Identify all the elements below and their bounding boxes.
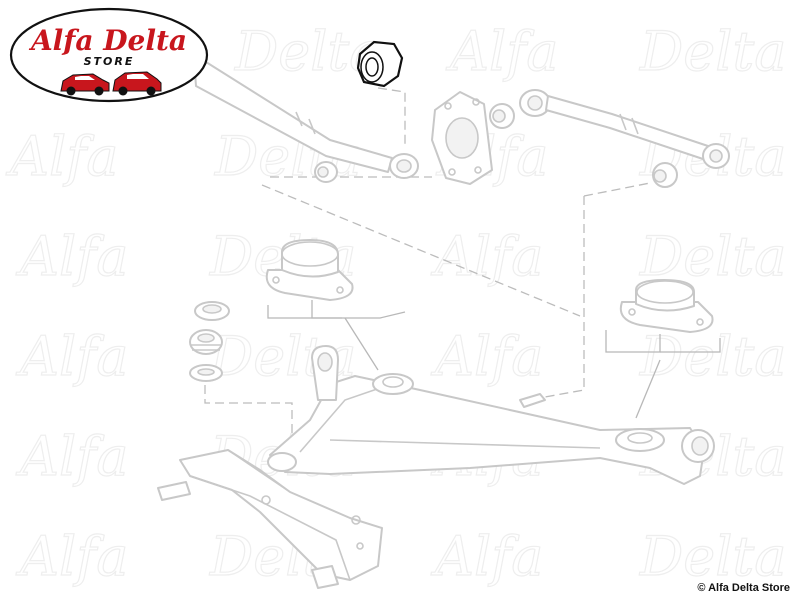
bushing-bore	[653, 169, 667, 183]
callout-leader	[311, 300, 406, 319]
wishbone-rib	[299, 387, 601, 453]
callout-leader	[660, 338, 721, 353]
crossmember-tab	[311, 565, 339, 589]
callout-leader	[635, 359, 661, 419]
mount-bolt-hole	[628, 308, 636, 316]
rod-eye-bore	[709, 149, 723, 163]
wishbone-stud	[519, 393, 546, 408]
bracket-bolt-hole	[472, 98, 480, 106]
rod-eye-bore	[527, 95, 543, 111]
rod-clamp	[619, 113, 639, 135]
watermark-text: Alfa	[430, 325, 543, 388]
bearing-bushing[interactable]	[356, 40, 404, 88]
central-pivot-bracket	[431, 91, 493, 185]
mount-bolt-hole	[696, 318, 704, 326]
callout-leader	[344, 317, 379, 371]
mount-dome	[281, 239, 339, 278]
crossmember-tab	[157, 481, 191, 501]
bearing-edge	[363, 41, 395, 87]
watermark-text: Delta	[639, 20, 786, 83]
center-bushing	[489, 103, 515, 129]
mount-base	[265, 269, 354, 301]
guide-line	[583, 182, 651, 197]
bushing-bore	[492, 109, 506, 123]
mount-dome	[635, 279, 695, 312]
logo-brand-text: Alfa Delta	[28, 24, 187, 57]
watermark-text: Alfa	[445, 20, 558, 83]
right-rubber-mount	[605, 279, 721, 419]
wishbone-upper-eye-bore	[317, 352, 333, 372]
mount-top	[281, 241, 339, 267]
crossmember-bolt-hole	[356, 542, 364, 550]
wishbone-body	[269, 375, 705, 485]
car-icon	[60, 73, 110, 96]
logo-store-text: STORE	[84, 55, 135, 68]
wishbone-inner-eye	[267, 452, 297, 472]
bearing-face	[360, 51, 384, 83]
bushing-bore	[317, 166, 329, 178]
watermark-text: Alfa	[15, 325, 128, 388]
mount-top	[636, 280, 694, 304]
wishbone-outer-eye-bore	[691, 436, 709, 456]
watermark-text: Alfa	[15, 525, 128, 588]
washer-bore	[202, 304, 222, 314]
right-reaction-rod	[519, 89, 730, 169]
wishbone-mount-pad	[372, 373, 414, 395]
logo-oval	[9, 7, 209, 103]
watermark-text: Alfa	[15, 225, 128, 288]
watermark-text: Alfa	[5, 125, 118, 188]
watermark-text: Alfa	[430, 525, 543, 588]
car-icon	[112, 71, 162, 96]
guide-line	[377, 87, 406, 145]
crossmember-bolt-hole	[351, 515, 361, 525]
crossmember-bolt-hole	[261, 495, 271, 505]
left-rubber-mount	[265, 239, 406, 371]
guide-line	[544, 196, 585, 398]
watermark-text: Delta	[639, 325, 786, 388]
mount-bolt-hole	[336, 286, 344, 294]
bracket-bolt-hole	[474, 166, 482, 174]
mount-bolt-hole	[272, 276, 280, 284]
crossmember-edge	[189, 449, 351, 581]
callout-leader	[267, 305, 342, 319]
subframe-crossmember	[157, 449, 383, 589]
watermark-text: Delta	[234, 20, 381, 83]
rod-clamp	[295, 111, 316, 135]
washer-stack	[189, 301, 230, 382]
left-reaction-rod	[194, 61, 419, 179]
copyright-notice: © Alfa Delta Store	[697, 582, 790, 594]
rod-eye-bore	[396, 159, 412, 173]
bearing-bore	[365, 57, 379, 77]
spring-seat-ribs	[190, 344, 222, 351]
watermark-text: Alfa	[430, 225, 543, 288]
alfa-delta-store-logo[interactable]: Alfa Delta STORE	[9, 7, 209, 103]
rear-wishbone	[267, 345, 715, 485]
right-rod-bushing	[652, 162, 678, 188]
bracket-bolt-hole	[448, 168, 456, 176]
bracket-bore	[445, 117, 479, 159]
watermark-text: Alfa	[15, 425, 128, 488]
spring-seat-bore	[197, 333, 215, 343]
guide-line	[204, 385, 293, 450]
guide-line	[261, 184, 581, 317]
watermark-text: Delta	[639, 525, 786, 588]
washer-bore	[197, 368, 215, 376]
wishbone-mount-hole	[382, 376, 404, 388]
callout-leader	[605, 330, 661, 353]
mount-base	[619, 301, 714, 333]
bracket-bolt-hole	[444, 102, 452, 110]
wishbone-mount-hole	[627, 432, 653, 444]
left-rod-bushing	[314, 161, 338, 183]
watermark-text: Delta	[639, 225, 786, 288]
wishbone-mount-pad	[615, 428, 665, 452]
